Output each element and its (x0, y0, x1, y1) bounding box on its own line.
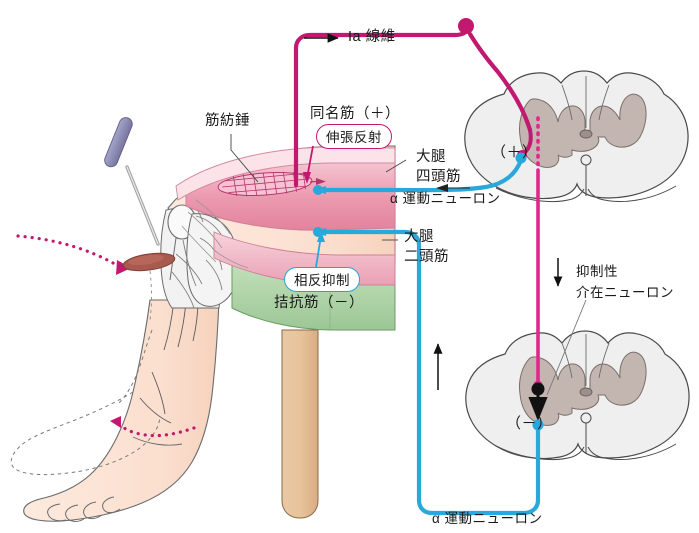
biceps-nmj-arrow (312, 228, 326, 236)
upper-ventral-edge-right (587, 185, 677, 202)
toes (47, 496, 121, 522)
hammer-head-highlight (128, 254, 164, 266)
upper-ventral-fissure-top (580, 154, 592, 166)
tibia-bone (281, 329, 319, 519)
hammer-shaft-highlight (126, 166, 159, 245)
alpha-motor-neuron-pathways (312, 152, 544, 516)
label-quadriceps-line2: 四頭筋 (416, 169, 461, 185)
label-alpha-motor-neuron-lower: α 運動ニューロン (432, 511, 543, 526)
ia-afferent-pathway (293, 18, 543, 390)
spinal-cord-cross-section-lower (465, 330, 690, 460)
label-biceps-femoris-line2: 二頭筋 (404, 249, 449, 265)
label-inhibitory-line1: 抑制性 (576, 264, 618, 279)
leader-quadriceps (385, 159, 407, 173)
label-inhibitory-line2: 介在ニューロン (576, 285, 674, 300)
sign-plus-upper-cord: （＋） (491, 144, 538, 161)
lower-dorsal-groove-left (561, 342, 573, 379)
ghost-shank-outline (117, 329, 153, 405)
muscle-spindle (217, 171, 326, 197)
biceps-femoris-efferent-axon (315, 229, 541, 516)
pill-stretch-reflex: 伸張反射 (316, 124, 392, 149)
leader-inhibitory-interneuron (546, 299, 587, 396)
reflex-hammer (104, 117, 176, 321)
lower-ventral-edge-left (495, 445, 585, 460)
ia-fiber-horizontal (293, 32, 458, 188)
leader-stretch-reflex-head (303, 172, 311, 184)
upper-ventral-edge-left (495, 187, 585, 202)
quadriceps-tendon-fibers (181, 199, 249, 269)
foot-kick-ghost-outline (10, 391, 161, 476)
ankle-crease (132, 436, 183, 446)
dorsal-root-ganglion (458, 18, 474, 34)
label-quadriceps-line1: 大腿 (416, 149, 446, 165)
leader-lines (230, 33, 587, 396)
upper-dorsal-groove-right (598, 84, 610, 121)
pill-reciprocal-inhibition: 相反抑制 (284, 267, 360, 292)
label-biceps-femoris-line1: 大腿 (404, 229, 434, 245)
label-alpha-motor-neuron-upper: α 運動ニューロン (390, 191, 501, 206)
label-agonist-title: 同名筋（＋） (310, 106, 400, 122)
leader-reciprocal-inhibition-head (317, 230, 325, 242)
quadriceps-nmj-arrow (312, 186, 326, 194)
leader-alpha-upper-head (436, 184, 448, 192)
hammer-motion-dotted-path (16, 234, 122, 269)
label-antagonist: 拮抗筋（－） (274, 295, 364, 311)
lower-limb-illustration (10, 145, 396, 522)
interneuron-soma (531, 382, 545, 396)
quadriceps-efferent-axon (315, 157, 524, 193)
lower-dorsal-groove-right (598, 342, 610, 379)
ia-dorsal-root (467, 31, 533, 133)
hammer-handle (104, 117, 133, 168)
lower-central-canal (579, 387, 593, 397)
upper-central-canal (579, 129, 593, 139)
hammer-motion-arrowhead (116, 260, 131, 275)
leader-muscle-spindle (230, 134, 259, 183)
inhibitory-interneuron (528, 382, 548, 421)
upper-dorsal-groove-left (561, 84, 573, 121)
label-ia-fiber: Ia 線維 (348, 29, 396, 45)
label-muscle-spindle: 筋紡錘 (205, 113, 250, 129)
lower-ventral-fissure-top (580, 412, 592, 424)
shank-and-foot (23, 299, 220, 522)
sign-minus-lower-cord: （－） (506, 415, 553, 432)
foot-motion-arrowhead (110, 416, 121, 428)
lower-ventral-edge-right (587, 443, 677, 460)
